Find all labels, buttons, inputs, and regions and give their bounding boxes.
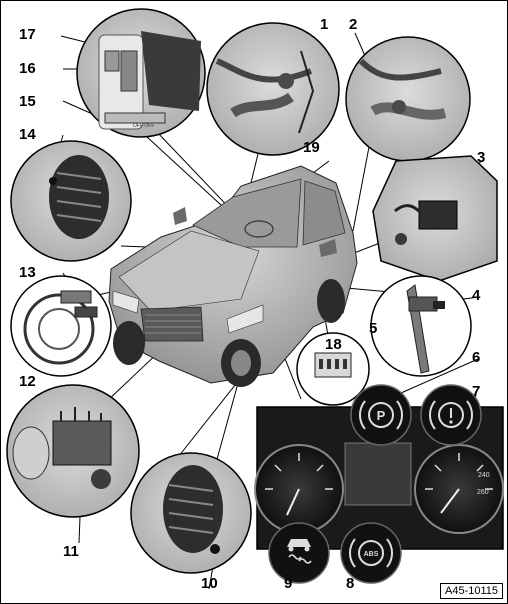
callout-9: 9 (284, 575, 293, 592)
detail-abs-hydraulic-unit (6, 384, 140, 518)
detail-rear-suspension (130, 452, 252, 574)
detail-brake-lines-front (206, 22, 340, 156)
detail-brake-pedal-switch (370, 275, 472, 377)
warning-lamp-parking-brake-a: P (350, 384, 412, 446)
callout-10: 10 (201, 575, 218, 592)
detail-steering-clock-spring (10, 275, 112, 377)
callout-19: 19 (303, 139, 320, 156)
detail-front-suspension (10, 140, 132, 262)
callout-11: 11 (63, 543, 79, 560)
detail-connector (296, 332, 370, 406)
callout-14: 14 (19, 126, 36, 143)
warning-lamp-stability-control (268, 522, 330, 584)
detail-switch-panel (76, 8, 206, 138)
detail-brake-lines-rear (345, 36, 471, 162)
callout-1: 1 (320, 16, 329, 33)
callout-13: 13 (19, 264, 36, 281)
callout-7: 7 (472, 383, 481, 400)
svg-text:P: P (377, 408, 386, 423)
callout-18: 18 (325, 336, 342, 353)
callout-16: 16 (19, 60, 36, 77)
warning-lamp-abs: ABS (340, 522, 402, 584)
detail-control-module (372, 155, 498, 282)
callout-6: 6 (472, 349, 481, 366)
callout-15: 15 (19, 93, 36, 110)
callout-3: 3 (477, 149, 486, 166)
callout-17: 17 (19, 26, 36, 43)
figure-reference-code: A45-10115 (439, 583, 503, 599)
abs-symbol-text: ABS (364, 551, 379, 558)
callout-8: 8 (346, 575, 355, 592)
switch-label-text: OFF OFF (133, 123, 154, 129)
car-illustration (108, 165, 358, 387)
callout-5: 5 (369, 320, 378, 337)
speedo-mark-260: 260 (477, 489, 489, 496)
callout-4: 4 (472, 287, 481, 304)
warning-lamp-brake-system (420, 384, 482, 446)
speedo-mark-240: 240 (478, 472, 490, 479)
callout-2: 2 (349, 16, 358, 33)
callout-12: 12 (19, 373, 36, 390)
